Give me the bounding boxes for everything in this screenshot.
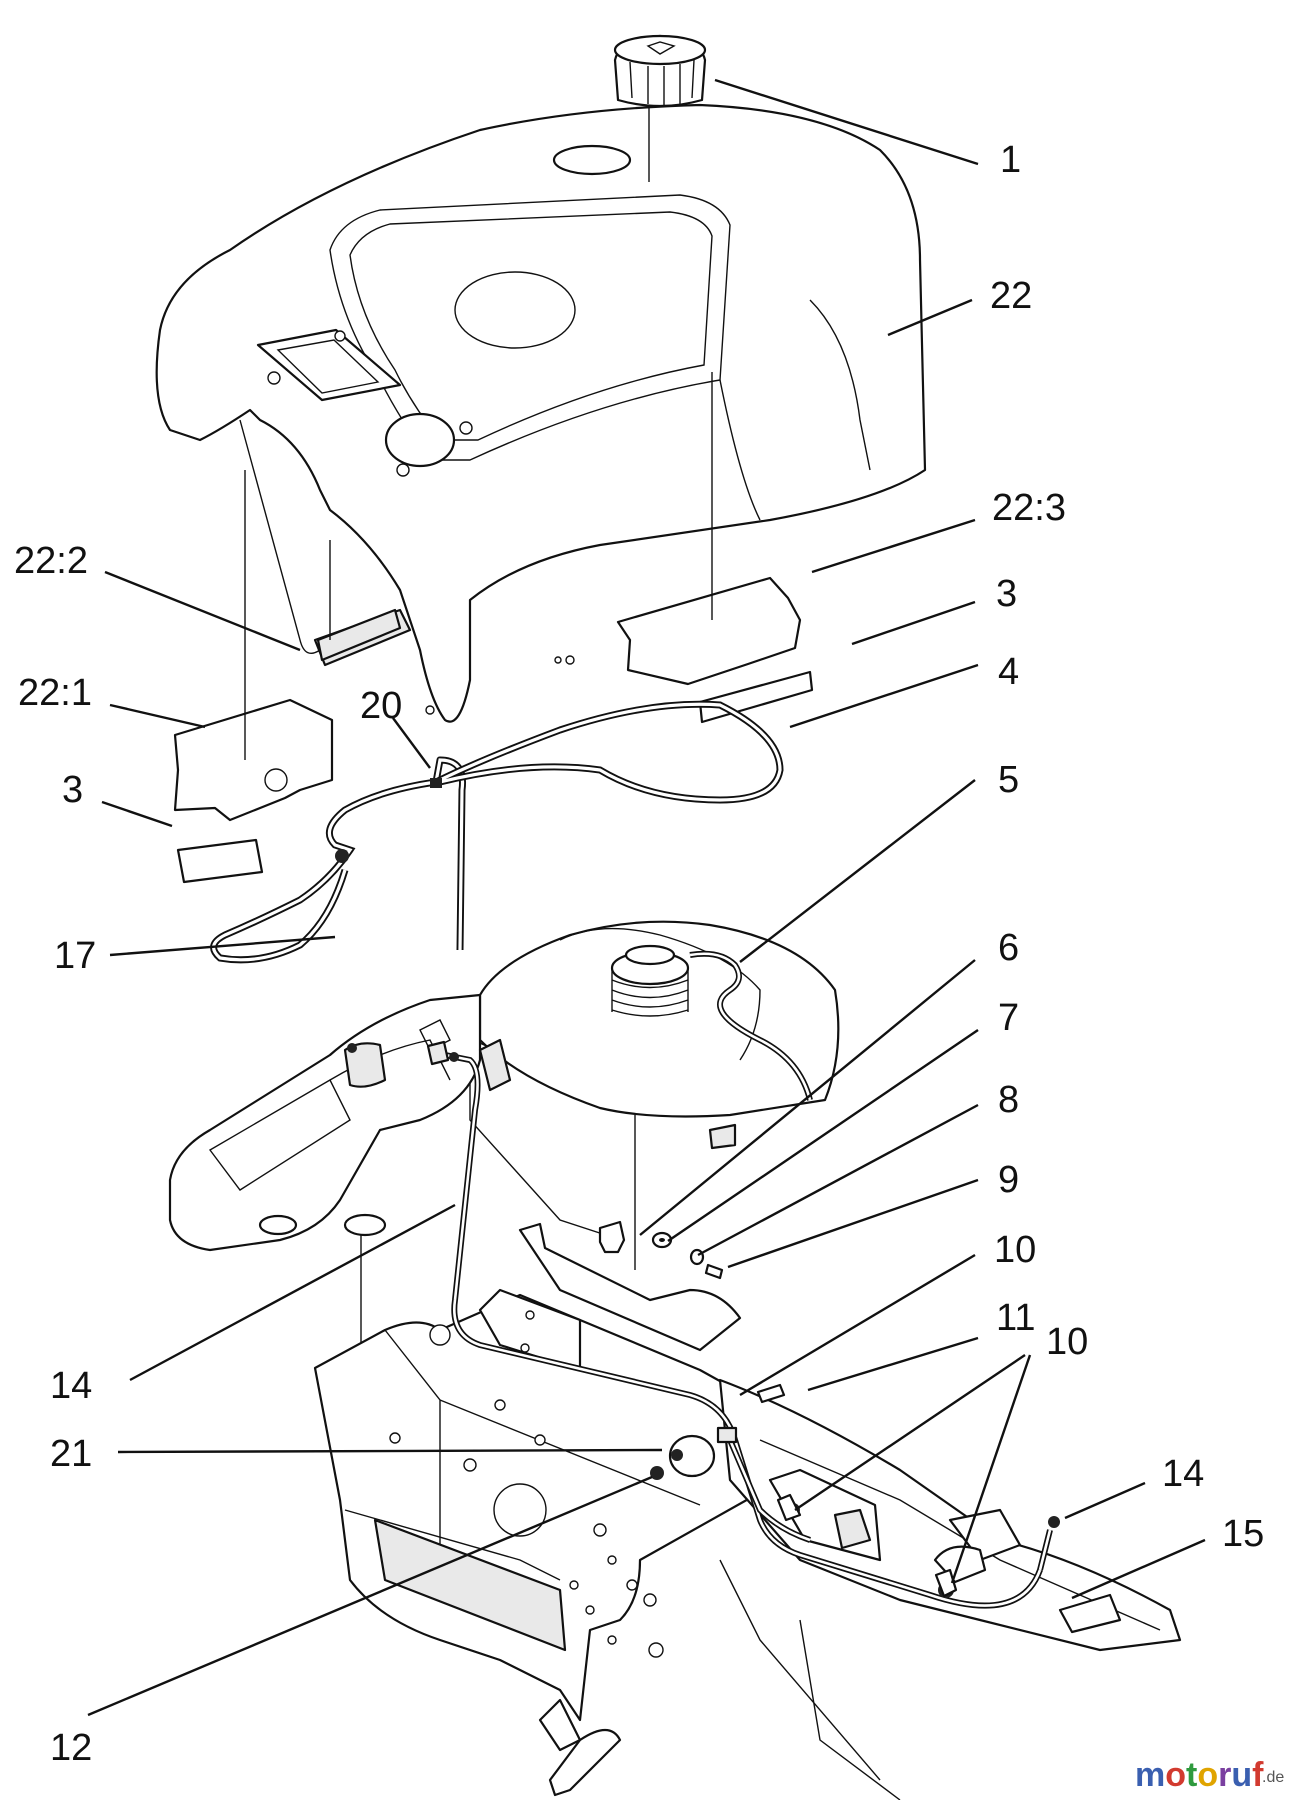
callout-12: 12 (50, 1727, 92, 1769)
isolator-pad-22-3 (616, 576, 802, 686)
callout-22-1: 22:1 (18, 672, 92, 714)
callout-5: 5 (998, 759, 1019, 801)
callout-10-right: 10 (1046, 1321, 1088, 1363)
fitting-6-part (598, 1220, 626, 1254)
callout-8: 8 (998, 1079, 1019, 1121)
clamp-10-parts (716, 1426, 958, 1598)
callout-3-left: 3 (62, 769, 83, 811)
callout-6: 6 (998, 927, 1019, 969)
fuel-line-part (210, 700, 784, 964)
callout-22-2: 22:2 (14, 540, 88, 582)
decal-3-right (698, 670, 814, 724)
callout-20: 20 (360, 685, 402, 727)
callout-1: 1 (1000, 139, 1021, 181)
callout-9: 9 (998, 1159, 1019, 1201)
hood-fender-part (155, 103, 927, 723)
callout-4: 4 (998, 651, 1019, 693)
watermark-logo: motoruf .de (1135, 1756, 1284, 1794)
watermark-brand: motoruf (1135, 1756, 1264, 1794)
fuel-cap-part (613, 34, 707, 108)
callout-7: 7 (998, 997, 1019, 1039)
fuel-tank-part (478, 920, 840, 1150)
decal-3-left (176, 838, 264, 884)
callout-11: 11 (996, 1297, 1035, 1339)
callout-10-top: 10 (994, 1229, 1036, 1271)
callout-15: 15 (1222, 1513, 1264, 1555)
fuel-line-14-part (426, 1040, 1053, 1609)
callout-21: 21 (50, 1433, 92, 1475)
screw-11-part (756, 1383, 786, 1404)
isolator-pad-22-1 (173, 698, 334, 822)
dash-support-part (168, 993, 512, 1252)
callout-22-3: 22:3 (992, 487, 1066, 529)
callout-22: 22 (990, 275, 1032, 317)
leader-lines (87, 78, 1206, 1717)
screw-9-part (704, 1263, 724, 1280)
callout-17: 17 (54, 935, 96, 977)
grommet-21-part (668, 1434, 716, 1478)
callout-14-right: 14 (1162, 1453, 1204, 1495)
watermark-suffix: .de (1262, 1769, 1284, 1786)
isolator-pad-22-2 (316, 608, 402, 662)
callout-labels: 1 22 22:3 3 22:2 22:1 20 4 3 5 17 6 7 8 … (14, 139, 1264, 1769)
callout-14-left: 14 (50, 1365, 92, 1407)
chassis-frame-part (313, 1222, 1182, 1800)
callout-3-right: 3 (996, 573, 1017, 615)
nut-12-part (650, 1466, 664, 1480)
cap-14-right-part (1048, 1516, 1060, 1528)
